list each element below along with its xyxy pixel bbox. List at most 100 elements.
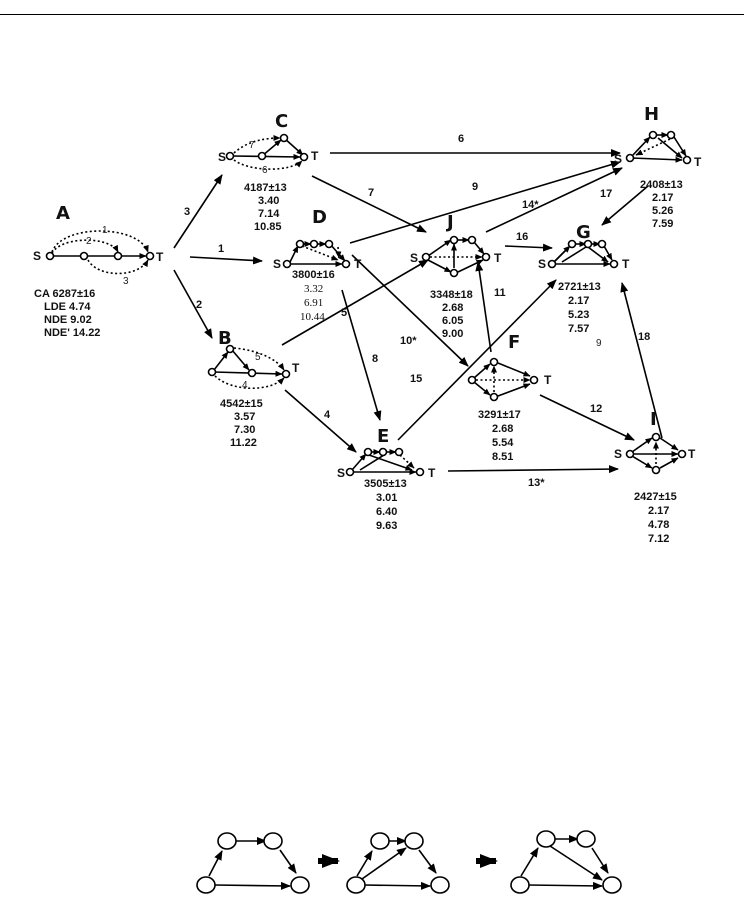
state-I-value-3: 4.78 [648,519,669,531]
state-C: C S T 7 6 4187±13 3.40 7.14 10.85 [218,111,319,233]
state-label-G: G [576,222,591,243]
edge-J-G [504,243,553,252]
state-label-H: H [644,104,659,125]
inner-label-A-3: 3 [123,276,129,287]
state-B-value-4: 11.22 [230,437,257,449]
edge-E-G [397,279,557,441]
source-label: S [538,257,546,271]
state-I-value-4: 7.12 [648,533,669,545]
edge-I-G [620,282,663,439]
state-label-B: B [218,328,232,349]
state-D-value-4: 10.44 [300,311,325,323]
edge-label-J-G: 16 [516,231,528,243]
edge-J-H [485,167,623,233]
state-D: D S T 3800±16 3.32 6.91 10.44 [273,207,362,323]
edge-label-F-J: 11 [494,287,506,299]
state-G-value-1: 2721±13 [558,281,601,293]
edge-label-A-C: 3 [184,206,190,218]
state-C-value-3: 7.14 [258,208,280,220]
state-H-value-4: 7.59 [652,218,673,230]
edge-label-B-J: 5 [341,307,347,319]
state-G-value-4: 7.57 [568,323,589,335]
transition-labels: 3 1 2 6 7 9 8 10* 5 4 15 13* 16 14* 11 1… [184,133,650,489]
state-B-value-3: 7.30 [234,424,255,436]
state-label-E: E [377,426,389,447]
state-A-value-2: LDE 4.74 [44,301,91,313]
edge-label-H-G: 17 [600,188,612,200]
edge-label-I-G: 18 [638,331,650,343]
source-label: S [410,251,418,265]
state-E-value-4: 9.63 [376,520,397,532]
target-label: T [156,250,164,264]
target-label: T [694,155,702,169]
state-G: G S T 2721±13 2.17 5.23 7.57 9 [538,222,630,349]
edge-label-C-H: 6 [458,133,464,145]
target-label: T [494,251,502,265]
state-D-value-2: 3.32 [304,283,323,295]
state-D-value-1: 3800±16 [292,269,335,281]
target-label: T [622,257,630,271]
state-J-value-4: 9.00 [442,328,463,340]
edge-label-J-H: 14* [522,199,539,211]
edge-label-A-D: 1 [218,243,224,255]
transition-edges [173,149,663,474]
edge-label-D-E: 8 [372,353,378,365]
edge-F-J [475,261,492,353]
state-H: H S T 2408±13 2.17 5.26 7.59 [614,104,702,230]
source-label: S [218,150,226,164]
topology-3 [510,830,622,894]
topology-2 [346,832,450,894]
state-label-C: C [275,111,288,132]
state-A-value-1: CA 6287±16 [34,288,95,300]
state-H-value-1: 2408±13 [640,179,683,191]
edge-label-E-G: 15 [410,373,422,385]
target-label: T [311,149,319,163]
state-E-value-2: 3.01 [376,492,397,504]
state-J: J S T 3348±18 2.68 6.05 9.00 [410,212,502,340]
state-A-value-3: NDE 9.02 [44,314,92,326]
state-J-value-3: 6.05 [442,315,463,327]
state-D-value-3: 6.91 [304,297,323,309]
state-C-value-1: 4187±13 [244,182,287,194]
state-F-value-2: 2.68 [492,423,513,435]
state-F-value-1: 3291±17 [478,409,521,421]
edge-label-C-J: 7 [368,187,374,199]
edge-B-J [281,259,429,346]
state-G-value-2: 2.17 [568,295,589,307]
source-label: S [337,466,345,480]
state-F: F T 3291±17 2.68 5.54 8.51 [467,332,552,463]
edge-D-H [349,160,621,244]
state-A-value-4: NDE' 14.22 [44,327,100,339]
edge-D-E [341,289,382,421]
top-rule [0,14,744,15]
edge-label-F-I: 12 [590,403,602,415]
target-label: T [428,466,436,480]
state-C-value-4: 10.85 [254,221,282,233]
edge-A-D [189,256,263,265]
target-label: T [544,373,552,387]
inner-label-B-4: 4 [242,380,248,391]
edge-label-A-B: 2 [196,299,202,311]
target-label: T [354,257,362,271]
topology-sequence [196,830,622,894]
inner-label-A-2: 2 [86,236,92,247]
edge-D-F [351,254,469,367]
edge-label-D-H: 9 [472,181,478,193]
state-H-value-2: 2.17 [652,192,673,204]
edge-A-B [173,269,213,339]
state-G-value-3: 5.23 [568,309,589,321]
state-I-value-2: 2.17 [648,505,669,517]
inner-label-A-1: 1 [102,225,108,236]
source-label: S [614,152,622,166]
state-E-value-3: 6.40 [376,506,397,518]
edge-H-G [601,185,649,226]
inner-label-C-6: 6 [262,165,268,176]
edge-F-I [539,394,635,441]
state-F-value-4: 8.51 [492,451,513,463]
state-F-value-3: 5.54 [492,437,514,449]
state-J-value-1: 3348±18 [430,289,473,301]
edge-label-E-I: 13* [528,477,545,489]
state-I: I S T 2427±15 2.17 4.78 7.12 [614,409,696,545]
edge-A-C [173,174,223,249]
